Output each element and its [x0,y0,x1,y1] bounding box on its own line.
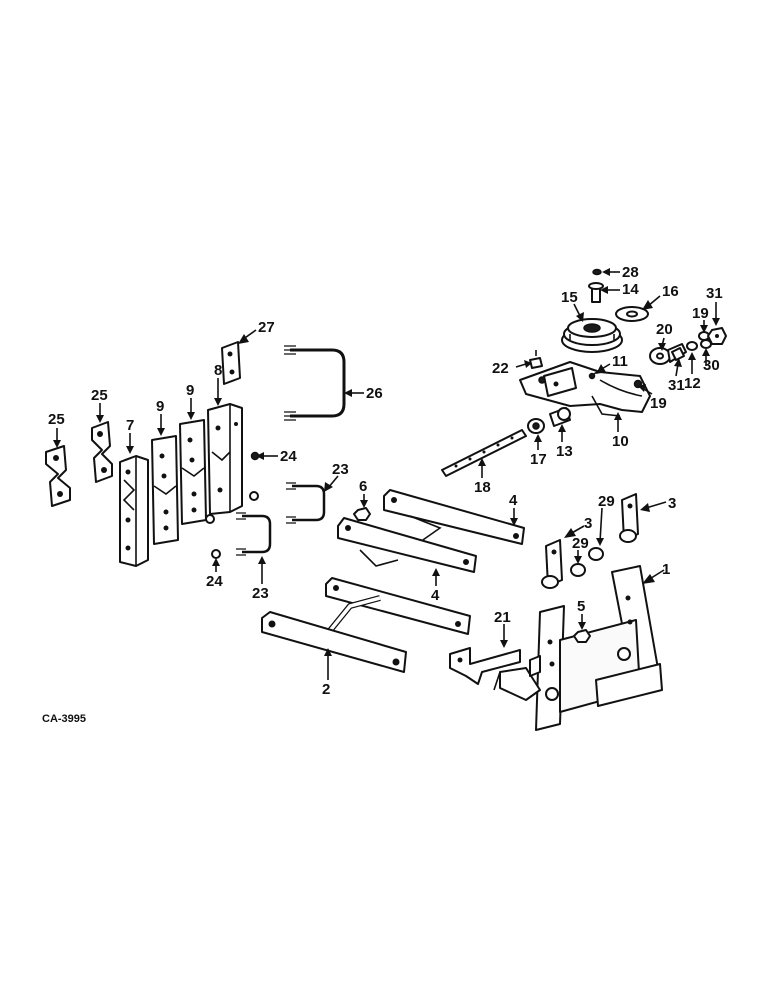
callout-24-a: 24 [280,448,297,465]
leader-lines [53,268,720,680]
callout-15: 15 [561,289,578,306]
u-bolt-part-23-a [286,482,326,524]
drawing-code: CA-3995 [42,713,86,725]
callout-24-b: 24 [206,573,223,590]
bracket-part-3-b [619,493,639,543]
callout-25-a: 25 [48,411,65,428]
callout-4-a: 4 [509,492,518,509]
plate-part-27 [221,341,241,385]
callout-7: 7 [126,417,134,434]
bushing-part-17 [527,418,545,434]
callout-5: 5 [577,598,585,615]
grease-fitting-part-22 [529,350,543,369]
callout-16: 16 [662,283,679,300]
bar-part-4-lower [337,517,477,573]
callout-2: 2 [322,681,330,698]
callout-9-a: 9 [156,398,164,415]
callout-26: 26 [366,385,383,402]
bar-part-2-upper [325,577,471,635]
callout-19-a: 19 [692,305,709,322]
pulley-part-15 [561,318,623,353]
clamp-part-25-b [91,421,113,483]
callout-1: 1 [662,561,670,578]
callout-18: 18 [474,479,491,496]
frame-part-1 [493,565,663,731]
washer-part-28 [592,268,602,276]
bracket-part-21 [449,647,521,685]
callout-31-a: 31 [706,285,723,302]
drawbar-part-2 [261,595,407,673]
callout-3-a: 3 [584,515,592,532]
bushing-part-14 [549,407,571,427]
callout-8: 8 [214,362,222,379]
callout-29-b: 29 [598,493,615,510]
callout-23-b: 23 [252,585,269,602]
bushing-part-29-a [570,563,586,577]
angle-part-8 [207,403,243,515]
callout-10: 10 [612,433,629,450]
callout-6: 6 [359,478,367,495]
u-bolt-part-23-b [236,512,272,556]
bushing-part-29-b [588,547,604,561]
callout-20: 20 [656,321,673,338]
callout-17: 17 [530,451,547,468]
callout-25-b: 25 [91,387,108,404]
washer-part-13 [686,341,698,351]
nut-part-31-a [707,327,727,345]
nut-part-6 [353,507,371,521]
callout-12: 14 [622,281,639,298]
callout-11: 11 [612,353,628,370]
callout-19-b: 19 [650,395,667,412]
bar-part-4-upper [383,489,525,545]
pin-part-31-b [671,347,685,361]
plate-part-9-b [179,419,207,525]
plate-part-7 [119,455,149,567]
nut-part-24-a [205,451,260,524]
callout-31-b: 31 [668,377,685,394]
callout-labels: 25 25 7 9 9 8 27 26 24 24 23 23 6 4 4 2 … [48,264,723,698]
bracket-part-3-a [541,539,563,589]
callout-28: 28 [622,264,639,281]
callout-29-a: 29 [572,535,589,552]
washer-part-16 [615,306,649,322]
callout-14: 13 [556,443,573,460]
nut-part-5 [573,629,591,643]
callout-3-b: 3 [668,495,676,512]
callout-27: 27 [258,319,275,336]
nut-part-24-b [211,549,221,559]
clamp-part-25-a [45,445,71,507]
callout-13: 12 [684,375,701,392]
shaft-part-18 [441,429,527,477]
callout-30: 30 [703,357,720,374]
callout-21: 21 [494,609,511,626]
callout-22: 22 [492,360,509,377]
plate-part-9-a [151,435,179,545]
bolt-part-12 [588,282,604,303]
callout-9-b: 9 [186,382,194,399]
housing-part-10 [519,361,651,417]
u-bolt-part-26 [284,345,346,421]
callout-23-a: 23 [332,461,349,478]
callout-4-b: 4 [431,587,440,604]
